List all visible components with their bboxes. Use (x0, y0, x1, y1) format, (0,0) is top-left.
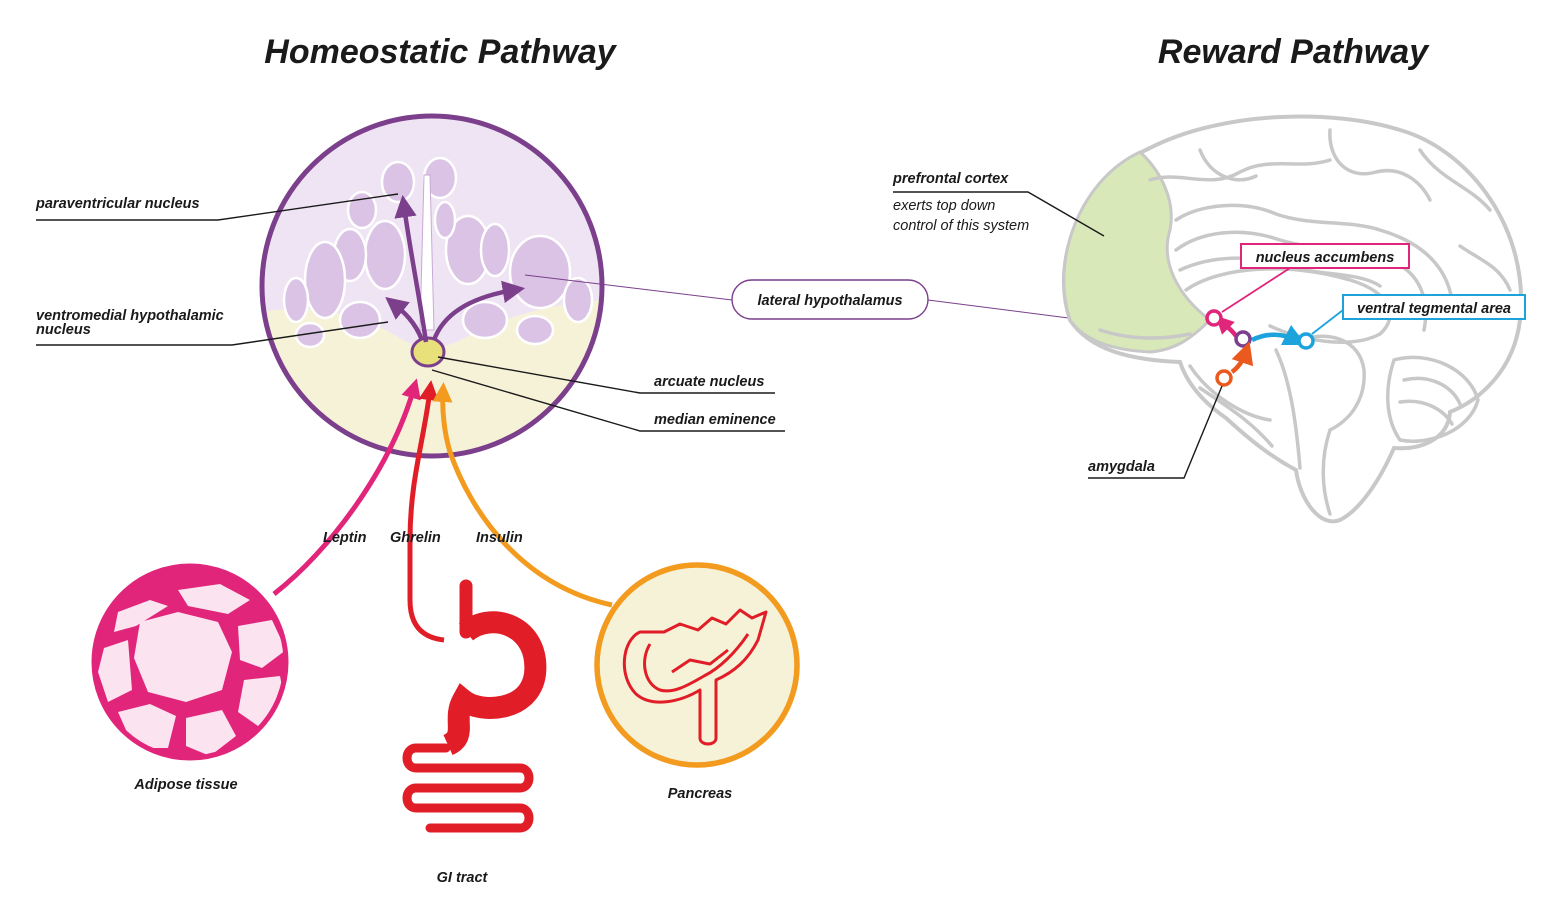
median-eminence-label: median eminence (654, 412, 776, 428)
arcuate-nucleus-shape (410, 336, 446, 368)
hypothalamus-circle (259, 113, 605, 459)
insulin-label: Insulin (476, 530, 523, 546)
arcuate-label: arcuate nucleus (654, 374, 764, 390)
hormone-arrows: Leptin Ghrelin Insulin (272, 378, 613, 643)
nucleus-accumbens-label: nucleus accumbens (1256, 250, 1395, 266)
gi-tract-label: GI tract (437, 870, 489, 886)
adipose-label: Adipose tissue (133, 777, 237, 793)
reward-title: Reward Pathway (1158, 33, 1430, 71)
arrow-to-lateral (431, 280, 526, 341)
nucleus-accumbens-node (1205, 309, 1223, 327)
vta-label: ventral tegmental area (1357, 301, 1511, 317)
adipose-tissue-icon (91, 563, 289, 761)
prefrontal-label: prefrontal cortex (892, 171, 1009, 187)
amygdala-node (1215, 369, 1233, 387)
leptin-label: Leptin (323, 530, 367, 546)
prefrontal-note-line2: control of this system (893, 218, 1029, 234)
ventromedial-label-line2: nucleus (36, 322, 91, 338)
nucleus-accumbens-box (1240, 243, 1410, 269)
lateral-hypothalamus-pill (731, 279, 929, 320)
gi-tract-icon (402, 579, 547, 833)
vta-node (1297, 332, 1315, 350)
hypothalamus-labels: paraventricular nucleus ventromedial hyp… (35, 193, 1241, 432)
prefrontal-note-line1: exerts top down (893, 198, 995, 214)
paraventricular-label: paraventricular nucleus (35, 196, 200, 212)
homeostatic-title: Homeostatic Pathway (264, 33, 618, 71)
arrow-to-ventromedial (385, 296, 425, 341)
insulin-arrow (432, 382, 613, 608)
lateral-hypothalamus-label: lateral hypothalamus (757, 293, 902, 309)
amygdala-label: amygdala (1088, 459, 1155, 475)
leptin-arrow (272, 378, 421, 596)
brain-illustration (1061, 114, 1524, 524)
vta-arrow (1250, 324, 1307, 346)
vta-box (1342, 294, 1526, 320)
pancreas-label: Pancreas (668, 786, 733, 802)
hypothalamus-section (259, 113, 605, 459)
accumbens-arrow (1215, 315, 1238, 338)
lateral-hypothalamus-node (1234, 330, 1252, 348)
ghrelin-label: Ghrelin (390, 530, 441, 546)
ventromedial-label-line1: ventromedial hypothalamic (36, 308, 224, 324)
amygdala-arrow (1230, 341, 1254, 374)
pancreas-icon (594, 562, 800, 768)
ghrelin-arrow (407, 380, 445, 643)
arrow-to-paraventricular (394, 194, 429, 343)
brain-labels: prefrontal cortex exerts top down contro… (892, 171, 1526, 479)
